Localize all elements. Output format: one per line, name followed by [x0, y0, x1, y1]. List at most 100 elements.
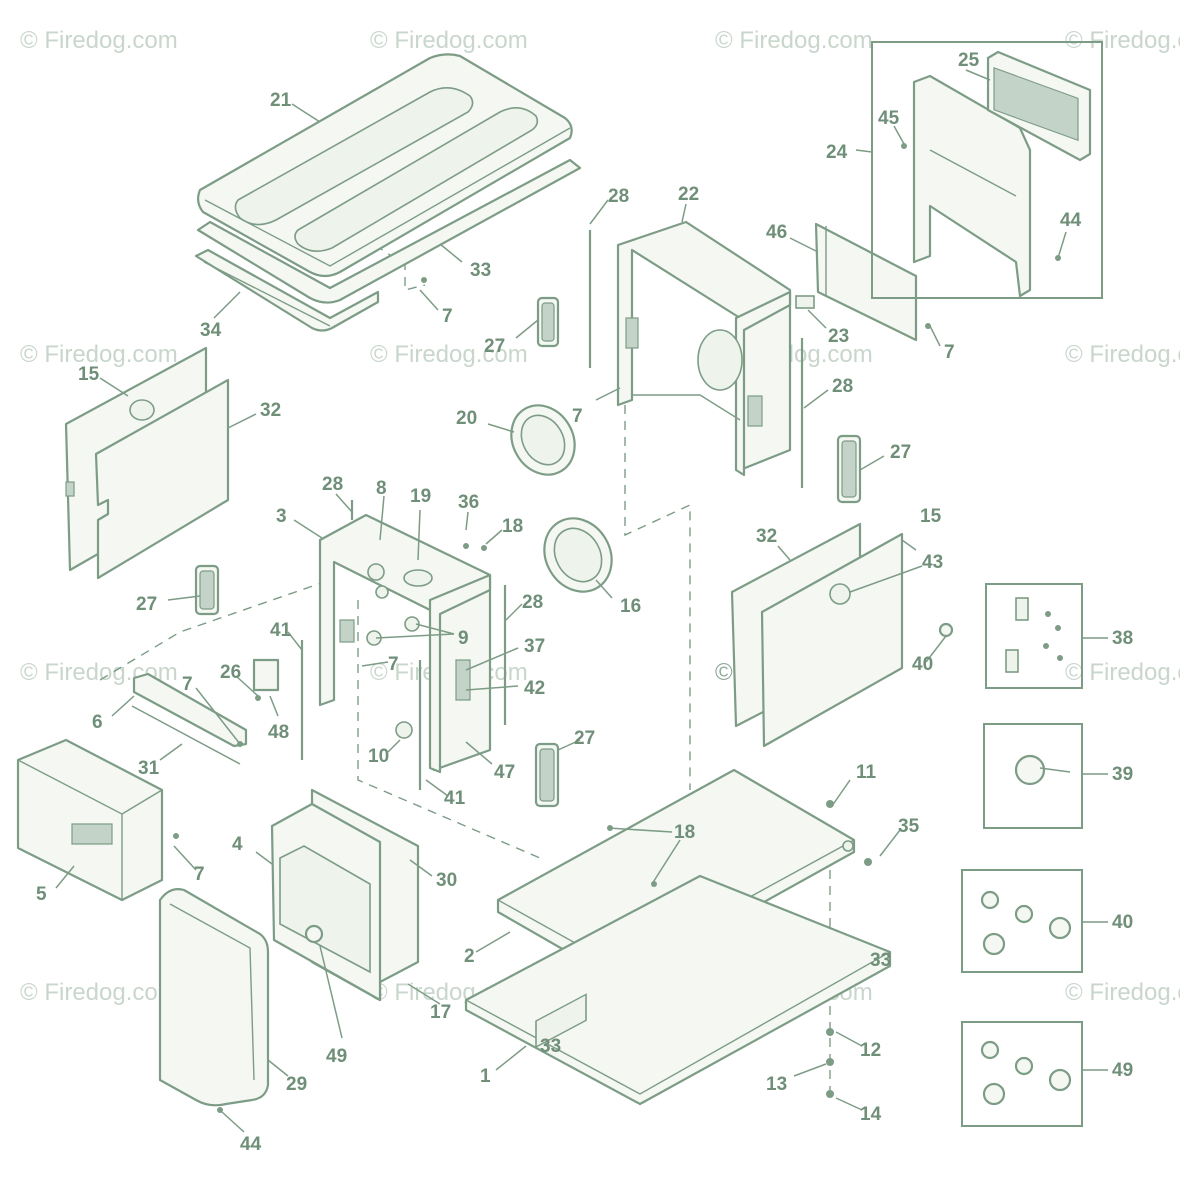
- callout-2: 2: [464, 946, 475, 967]
- callout-41: 41: [270, 620, 292, 641]
- watermark: © Firedog.com: [1065, 659, 1180, 686]
- callout-20: 20: [456, 408, 477, 429]
- watermark: © Firedog.com: [20, 341, 178, 368]
- callout-40: 40: [912, 654, 933, 675]
- callout-34: 34: [200, 320, 222, 341]
- part-control-box: [16, 738, 164, 902]
- hardware-kit-insets: [961, 583, 1083, 1127]
- callout-38: 38: [1112, 628, 1133, 649]
- callout-22: 22: [678, 184, 699, 205]
- callout-7: 7: [182, 674, 193, 695]
- callout-45: 45: [878, 108, 900, 129]
- fastener-dots: [173, 143, 1061, 1113]
- callout-21: 21: [270, 90, 292, 111]
- callout-7: 7: [194, 864, 205, 885]
- callout-41: 41: [444, 788, 466, 809]
- callout-29: 29: [286, 1074, 307, 1095]
- callout-44: 44: [1060, 210, 1082, 231]
- watermark: © Firedog.com: [1065, 979, 1180, 1006]
- callout-33: 33: [470, 260, 491, 281]
- watermark: © Firedog.com: [20, 27, 178, 54]
- part-46-panel: [814, 222, 918, 342]
- callout-17: 17: [430, 1002, 451, 1023]
- callout-7: 7: [944, 342, 955, 363]
- callout-48: 48: [268, 722, 289, 743]
- callout-18: 18: [502, 516, 523, 537]
- callout-28: 28: [832, 376, 853, 397]
- part-left-side-panel: [64, 346, 230, 580]
- callout-47: 47: [494, 762, 515, 783]
- callout-12: 12: [860, 1040, 881, 1061]
- part-side-rails: [350, 230, 804, 725]
- callout-6: 6: [92, 712, 103, 733]
- watermark-layer: © Firedog.com © Firedog.com © Firedog.co…: [20, 27, 1180, 1006]
- callout-46: 46: [766, 222, 787, 243]
- part-right-side-panels: [730, 522, 954, 748]
- callout-30: 30: [436, 870, 457, 891]
- part-blower-rings: [510, 404, 613, 593]
- callout-27: 27: [136, 594, 157, 615]
- base-plate-mark: 33: [540, 1036, 561, 1057]
- callout-27: 27: [574, 728, 595, 749]
- part-48-bracket: [252, 658, 280, 692]
- base-plate-mark: 33: [870, 950, 891, 971]
- part-front-left-cover: [158, 888, 270, 1107]
- callout-15: 15: [78, 364, 100, 385]
- callout-44: 44: [240, 1134, 262, 1155]
- callout-28: 28: [608, 186, 629, 207]
- callout-28: 28: [522, 592, 543, 613]
- callout-19: 19: [410, 486, 431, 507]
- callout-36: 36: [458, 492, 479, 513]
- watermark: © Firedog.com: [370, 27, 528, 54]
- callout-18: 18: [674, 822, 695, 843]
- callout-39: 39: [1112, 764, 1133, 785]
- callout-8: 8: [376, 478, 387, 499]
- callout-leaders: [55, 69, 1108, 1133]
- callout-49: 49: [1112, 1060, 1133, 1081]
- callout-labels: 21 33 34 7 15 32 27 28 22 46 23 7 7 28 2…: [36, 50, 1133, 1155]
- callout-13: 13: [766, 1074, 787, 1095]
- callout-11: 11: [856, 762, 877, 783]
- watermark: © Firedog.com: [20, 979, 178, 1006]
- callout-7: 7: [388, 654, 399, 675]
- callout-25: 25: [958, 50, 980, 71]
- callout-23: 23: [828, 326, 849, 347]
- inset-frame-24: [871, 41, 1103, 299]
- watermark: © Firedog.com: [370, 341, 528, 368]
- callout-5: 5: [36, 884, 47, 905]
- callout-9: 9: [458, 628, 469, 649]
- callout-4: 4: [232, 834, 243, 855]
- part-vent-grille: [194, 296, 862, 808]
- callout-3: 3: [276, 506, 287, 527]
- part-rear-housing: [616, 220, 792, 477]
- callout-14: 14: [860, 1104, 882, 1125]
- callout-24: 24: [826, 142, 848, 163]
- part-base-plates: [464, 768, 892, 1106]
- callout-7: 7: [572, 406, 583, 427]
- callout-35: 35: [898, 816, 920, 837]
- callout-1: 1: [480, 1066, 491, 1087]
- callout-37: 37: [524, 636, 545, 657]
- part-23-bracket: [795, 295, 815, 309]
- callout-42: 42: [524, 678, 545, 699]
- watermark: © Firedog.com: [1065, 341, 1180, 368]
- part-main-chassis: [318, 513, 492, 774]
- part-top-cover: [196, 53, 573, 278]
- part-cover-gaskets: [194, 158, 582, 332]
- callout-27: 27: [484, 336, 505, 357]
- callout-27: 27: [890, 442, 911, 463]
- watermark: © Firedog.com: [715, 27, 873, 54]
- callout-10: 10: [368, 746, 389, 767]
- callout-7: 7: [442, 306, 453, 327]
- callout-26: 26: [220, 662, 241, 683]
- watermark: © Firedog.com: [1065, 27, 1180, 54]
- callout-16: 16: [620, 596, 641, 617]
- part-6-bracket: [131, 672, 248, 765]
- callout-31: 31: [138, 758, 160, 779]
- callout-32: 32: [260, 400, 281, 421]
- callout-43: 43: [922, 552, 943, 573]
- callout-40: 40: [1112, 912, 1133, 933]
- callout-49: 49: [326, 1046, 347, 1067]
- callout-28: 28: [322, 474, 343, 495]
